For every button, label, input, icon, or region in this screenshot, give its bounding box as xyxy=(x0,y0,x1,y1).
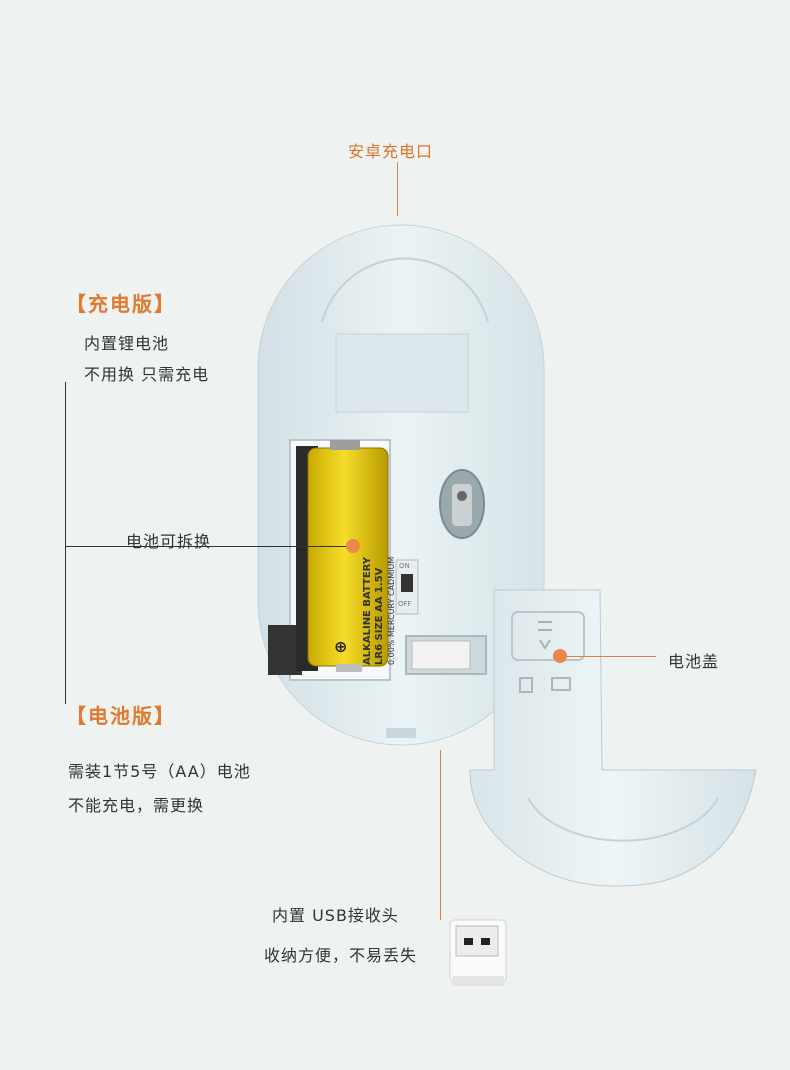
usb-leader xyxy=(440,750,441,920)
svg-text:⊕: ⊕ xyxy=(334,637,347,656)
charging-port-label: 安卓充电口 xyxy=(348,142,434,161)
aa-battery: ⊕ xyxy=(296,440,389,672)
battery-brand-text: ALKALINE BATTERY xyxy=(362,556,373,665)
battery-line-1: 需装1节5号（AA）电池 xyxy=(68,762,251,781)
battery-replaceable-leader xyxy=(65,546,347,547)
rechargeable-line-2: 不用换 只需充电 xyxy=(84,365,210,384)
battery-free-text: 0.00% MERCURY CADMIUM xyxy=(387,556,396,665)
battery-cover xyxy=(469,589,757,887)
rechargeable-version-title: 【充电版】 xyxy=(66,292,176,316)
usb-receiver-line-2: 收纳方便，不易丢失 xyxy=(264,946,418,965)
battery-replaceable-label: 电池可拆换 xyxy=(126,532,212,551)
usb-receiver-line-1: 内置 USB接收头 xyxy=(272,906,399,925)
battery-cover-label: 电池盖 xyxy=(668,652,720,671)
battery-version-title: 【电池版】 xyxy=(66,704,176,728)
switch-on-label: ON xyxy=(399,562,410,570)
cover-marker-dot xyxy=(553,649,567,663)
battery-cover-leader xyxy=(560,656,656,657)
battery-line-2: 不能充电，需更换 xyxy=(68,796,205,815)
switch-off-label: OFF xyxy=(398,600,412,608)
usb-receiver xyxy=(449,919,507,986)
left-bracket-line xyxy=(65,382,66,704)
charging-port-leader xyxy=(397,162,398,216)
battery-print: ALKALINE BATTERY LR6 SIZE AA 1.5V 0.00% … xyxy=(362,465,422,665)
battery-model-text: LR6 SIZE AA 1.5V xyxy=(374,567,385,665)
battery-marker-dot xyxy=(346,539,360,553)
rechargeable-line-1: 内置锂电池 xyxy=(84,334,170,353)
